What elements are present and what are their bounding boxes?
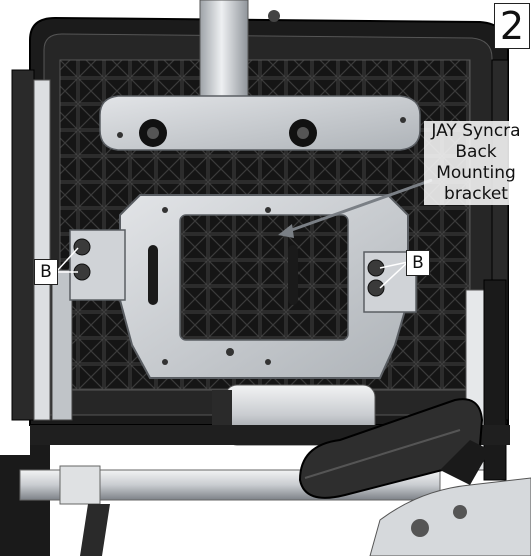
bracket-callout-label: JAY Syncra Back Mounting bracket <box>424 121 528 205</box>
right-bolts <box>367 259 385 297</box>
armrest-pad <box>298 398 484 499</box>
top-knob <box>268 10 280 22</box>
callout-line-3: Mounting <box>436 163 516 183</box>
label-b-left: B <box>34 259 58 285</box>
left-side-rail <box>11 69 73 421</box>
callout-line-1: JAY Syncra <box>431 121 521 141</box>
step-number: 2 <box>494 3 530 49</box>
lower-right-clamp <box>369 440 531 557</box>
upper-hardware-plate <box>99 95 421 151</box>
callout-line-2: Back <box>455 142 497 162</box>
callout-arrow <box>278 178 433 238</box>
b-leader-lines <box>55 247 409 289</box>
label-b-right: B <box>406 250 430 276</box>
callout-line-4: bracket <box>444 184 508 204</box>
